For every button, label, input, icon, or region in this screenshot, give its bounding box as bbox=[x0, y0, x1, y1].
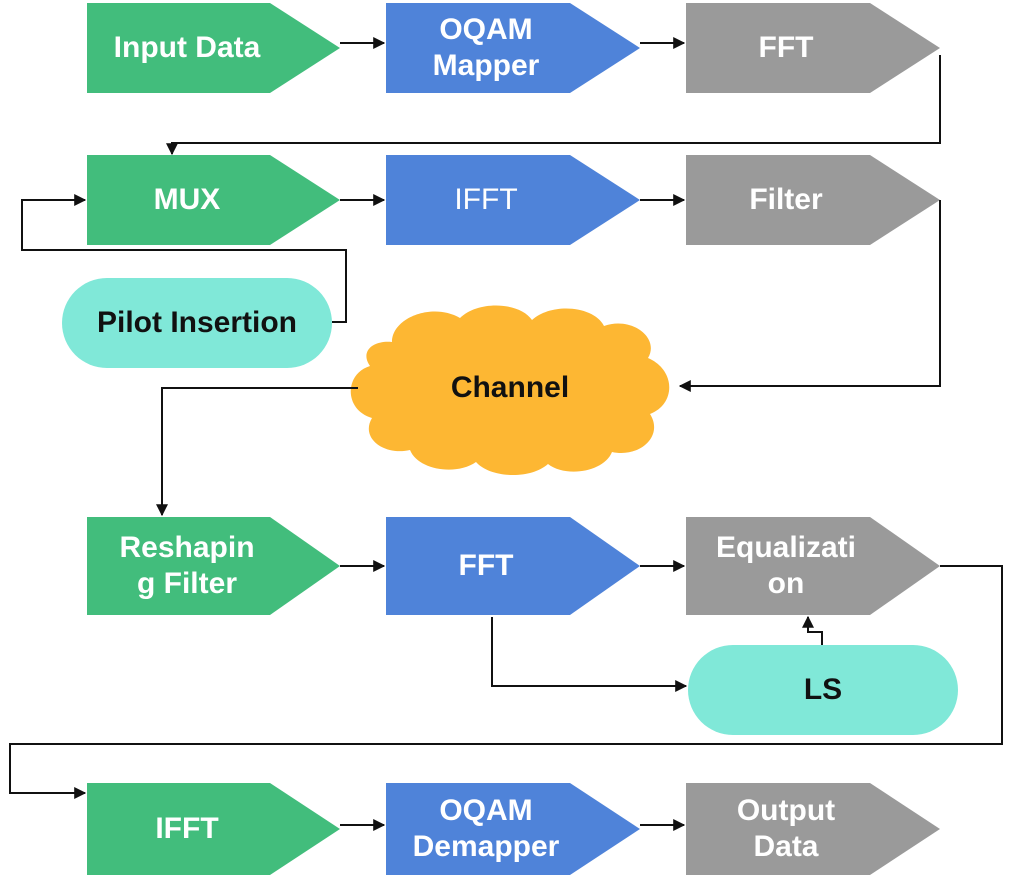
channel-label: Channel bbox=[450, 371, 570, 404]
output-data-block bbox=[686, 783, 940, 875]
ifft-label-2: IFFT bbox=[155, 812, 219, 845]
oqam-mapper-block bbox=[386, 3, 640, 93]
pilot-insertion-block bbox=[62, 278, 332, 368]
channel-cloud bbox=[350, 305, 670, 476]
fft-label-2: FFT bbox=[458, 549, 514, 582]
ifft-block-2 bbox=[87, 783, 340, 875]
pilot-insertion-label: Pilot Insertion bbox=[96, 306, 297, 339]
ls-block bbox=[688, 645, 958, 735]
mux-block bbox=[87, 155, 340, 245]
filter-block bbox=[686, 155, 940, 245]
arrow-filter-to-channel bbox=[678, 200, 941, 392]
mux-label: MUX bbox=[153, 183, 221, 216]
input-data-label: Input Data bbox=[113, 31, 261, 64]
arrow-fft-to-mux bbox=[166, 55, 941, 156]
arrow-channel-to-reshaping bbox=[156, 387, 358, 517]
ifft-label-1: IFFT bbox=[454, 183, 518, 216]
fft-block-1 bbox=[686, 3, 940, 93]
fft-block-2 bbox=[386, 517, 640, 615]
oqam-mapper-label: OQAM Mapper bbox=[432, 13, 540, 82]
ls-label: LS bbox=[803, 673, 843, 706]
oqam-demapper-block bbox=[386, 783, 640, 875]
fft-label-1: FFT bbox=[758, 31, 814, 64]
equalization-label: Equalizati on bbox=[715, 531, 857, 600]
arrow-fft-to-ls bbox=[491, 617, 688, 692]
reshaping-filter-block bbox=[87, 517, 340, 615]
arrow-equalization-to-ifft bbox=[9, 565, 1003, 799]
ifft-block-1 bbox=[386, 155, 640, 245]
filter-label: Filter bbox=[749, 183, 823, 216]
oqam-demapper-label: OQAM Demapper bbox=[412, 794, 560, 863]
arrow-pilot-to-mux bbox=[21, 194, 347, 323]
arrow-ls-to-equalization bbox=[802, 615, 823, 645]
input-data-block bbox=[87, 3, 340, 93]
output-data-label: Output Data bbox=[736, 794, 836, 863]
reshaping-filter-label: Reshapin g Filter bbox=[119, 531, 255, 600]
equalization-block bbox=[686, 517, 940, 615]
